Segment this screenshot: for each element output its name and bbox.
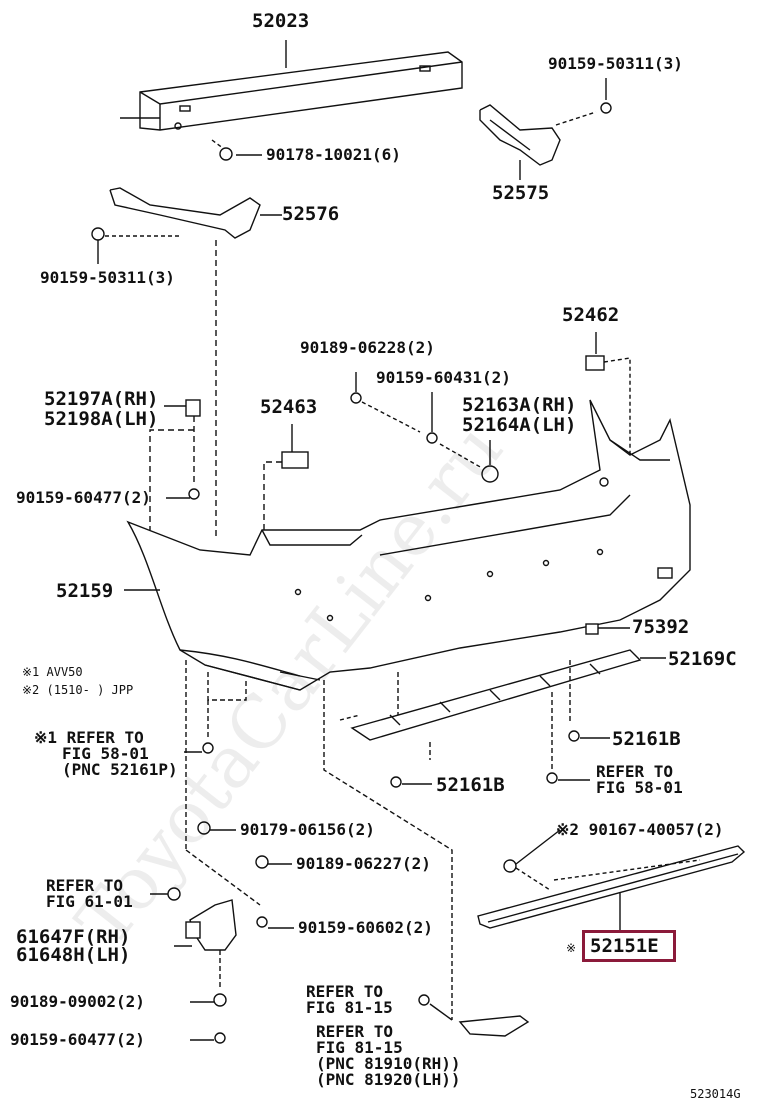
refer-61-01-line1: REFER TO	[46, 876, 124, 895]
label-52575: 52575	[492, 182, 550, 204]
refer-58-01-left-line1: ※1 REFER TO	[34, 728, 144, 747]
label-52462: 52462	[562, 304, 620, 326]
moulding-52151E	[477, 845, 746, 929]
refer-81-15-b-line3: (PNC 81910(RH))	[316, 1054, 461, 1073]
note-1: ※1 AVV50	[22, 665, 83, 679]
bumper-cover-52159	[126, 399, 691, 691]
label-90159-50311-top: 90159-50311(3)	[548, 54, 683, 73]
label-52198A: 52198A(LH)	[44, 408, 159, 430]
label-52023: 52023	[252, 10, 310, 32]
label-90189-06228: 90189-06228(2)	[300, 338, 435, 357]
refer-61-01-line2: FIG 61-01	[46, 892, 133, 911]
label-75392: 75392	[632, 616, 690, 638]
refer-81-15-b-line4: (PNC 81920(LH))	[316, 1070, 461, 1089]
label-90179-06156: 90179-06156(2)	[240, 820, 375, 839]
refer-81-15-a-line1: REFER TO	[306, 982, 384, 1001]
label-90189-09002: 90189-09002(2)	[10, 992, 145, 1011]
label-90167-40057: ※2 90167-40057(2)	[556, 820, 724, 839]
bracket-52576	[109, 187, 261, 239]
refer-58-01-left-line3: (PNC 52161P)	[62, 760, 178, 779]
refer-58-01-right-line2: FIG 58-01	[596, 778, 683, 797]
label-52197A: 52197A(RH)	[44, 388, 159, 410]
diagram-id: 523014G	[690, 1087, 741, 1101]
label-90159-60477-b: 90159-60477(2)	[10, 1030, 145, 1049]
refer-81-15-a-line2: FIG 81-15	[306, 998, 393, 1017]
label-52463: 52463	[260, 396, 318, 418]
label-90159-60477-a: 90159-60477(2)	[16, 488, 151, 507]
label-61648H: 61648H(LH)	[16, 944, 131, 966]
bracket-61647F	[185, 899, 237, 951]
refer-58-01-right-line1: REFER TO	[596, 762, 674, 781]
label-52151E-mark: ※	[566, 941, 577, 955]
label-52163A: 52163A(RH)	[462, 394, 577, 416]
note-2: ※2 (1510- ) JPP	[22, 683, 134, 697]
label-52576: 52576	[282, 203, 340, 225]
label-90159-60431: 90159-60431(2)	[376, 368, 511, 387]
highlight-52151E	[582, 930, 676, 962]
refer-58-01-left-line2: FIG 58-01	[62, 744, 149, 763]
label-52169C: 52169C	[668, 648, 737, 670]
reinforcement-52023	[120, 51, 463, 131]
refer-81-15-b-line2: FIG 81-15	[316, 1038, 403, 1057]
label-52164A: 52164A(LH)	[462, 414, 577, 436]
label-90178-10021: 90178-10021(6)	[266, 145, 401, 164]
label-90159-50311-left: 90159-50311(3)	[40, 268, 175, 287]
label-52159: 52159	[56, 580, 114, 602]
label-90159-60602: 90159-60602(2)	[298, 918, 433, 937]
label-90189-06227: 90189-06227(2)	[296, 854, 431, 873]
refer-81-15-b-line1: REFER TO	[316, 1022, 394, 1041]
label-52151E[interactable]: 52151E	[590, 935, 659, 957]
bracket-52575	[479, 104, 561, 166]
label-52161B-center: 52161B	[436, 774, 505, 796]
label-61647F: 61647F(RH)	[16, 926, 131, 948]
garnish-52169C	[350, 649, 642, 741]
label-52161B-right: 52161B	[612, 728, 681, 750]
